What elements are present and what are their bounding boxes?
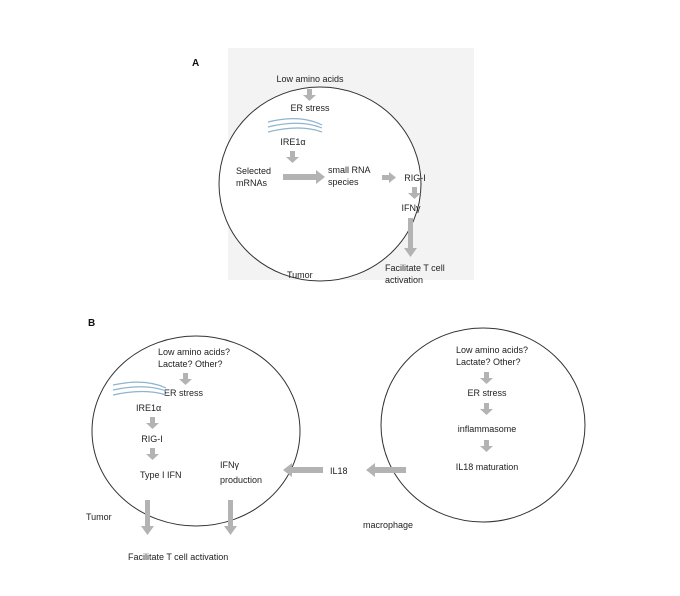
tumor-er-stress-label: ER stress — [164, 388, 204, 398]
ifng-production-label: IFNγ — [220, 460, 239, 470]
panel-a-tumor-cell — [218, 86, 422, 282]
arrow-icon — [146, 448, 159, 460]
arrow-icon — [141, 500, 154, 535]
facilitate-t-cell-label: Facilitate T cell — [385, 263, 445, 273]
arrow-icon — [146, 417, 159, 429]
macrophage-trigger-label: Low amino acids? — [456, 345, 528, 355]
il18-label: IL18 — [330, 466, 348, 476]
small-rna-species-label-line2: species — [328, 177, 359, 187]
panel-b-tumor-label: Tumor — [86, 512, 112, 522]
panel-b-macrophage-cell — [380, 327, 586, 523]
il18-maturation-label: IL18 maturation — [456, 462, 519, 472]
er-stress-label: ER stress — [290, 103, 330, 113]
tumor-trigger-label: Low amino acids? — [158, 347, 230, 357]
arrow-icon — [404, 218, 417, 257]
tumor-label: Tumor — [287, 270, 313, 280]
low-amino-acids-label: Low amino acids — [276, 74, 344, 84]
selected-mrnas-label: Selected — [236, 166, 271, 176]
selected-mrnas-label-line2: mRNAs — [236, 178, 267, 188]
arrow-icon — [303, 89, 316, 101]
er-membrane-icon — [267, 118, 323, 133]
facilitate-t-cell-label-line2: activation — [385, 275, 423, 285]
inflammasome-label: inflammasome — [458, 424, 517, 434]
tumor-rig-i-label: RIG-I — [141, 434, 163, 444]
arrow-icon — [382, 172, 396, 183]
panel-a-label: A — [192, 58, 199, 69]
rig-i-label: RIG-I — [404, 173, 426, 183]
arrow-icon — [366, 463, 406, 477]
ifng-production-label-line2: production — [220, 475, 262, 485]
macrophage-trigger-label-line2: Lactate? Other? — [456, 357, 521, 367]
arrow-icon — [286, 151, 299, 163]
arrow-icon — [224, 500, 237, 535]
panel-b-tumor-cell — [91, 335, 301, 527]
arrow-icon — [283, 170, 325, 184]
arrow-icon — [480, 372, 493, 384]
arrow-icon — [480, 440, 493, 452]
macrophage-er-stress-label: ER stress — [467, 388, 507, 398]
ifng-label: IFNγ — [402, 203, 421, 213]
arrow-icon — [179, 373, 192, 385]
type-i-ifn-label: Type I IFN — [140, 470, 182, 480]
tumor-trigger-label-line2: Lactate? Other? — [158, 359, 223, 369]
arrow-icon — [283, 463, 323, 477]
arrow-icon — [408, 187, 421, 199]
macrophage-label: macrophage — [363, 520, 413, 530]
tumor-ire1a-label: IRE1α — [136, 403, 161, 413]
facilitate-t-cell-activation-label: Facilitate T cell activation — [128, 552, 228, 562]
panel-b-label: B — [88, 318, 95, 329]
ire1a-label: IRE1α — [280, 137, 305, 147]
arrow-icon — [480, 403, 493, 415]
er-membrane-icon — [112, 381, 167, 396]
small-rna-species-label: small RNA — [328, 165, 371, 175]
